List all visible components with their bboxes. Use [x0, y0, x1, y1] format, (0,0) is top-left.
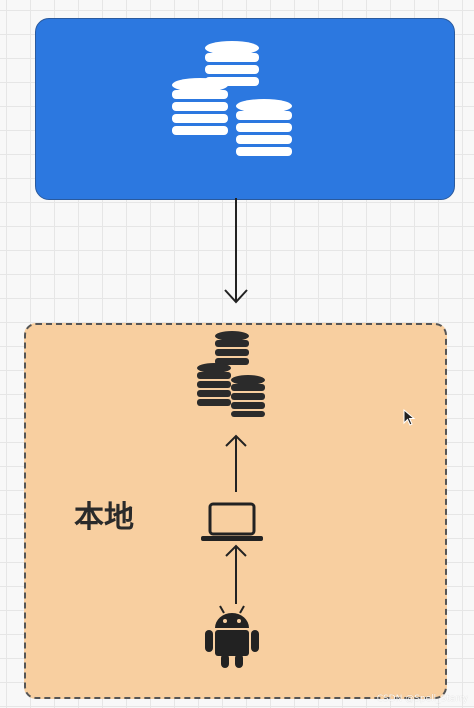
database-coins-icon: [197, 331, 265, 417]
arrow-up-connector: [225, 434, 247, 492]
watermark: CSDN @Spell_Starry: [376, 694, 468, 704]
laptop-icon: [201, 502, 263, 541]
android-icon: [205, 605, 259, 668]
arrow-down-connector: [224, 198, 248, 304]
database-coins-icon: [172, 41, 292, 156]
local-group-label: 本地: [74, 500, 134, 535]
arrow-up-connector: [225, 544, 247, 604]
mouse-cursor-icon: [403, 409, 416, 426]
